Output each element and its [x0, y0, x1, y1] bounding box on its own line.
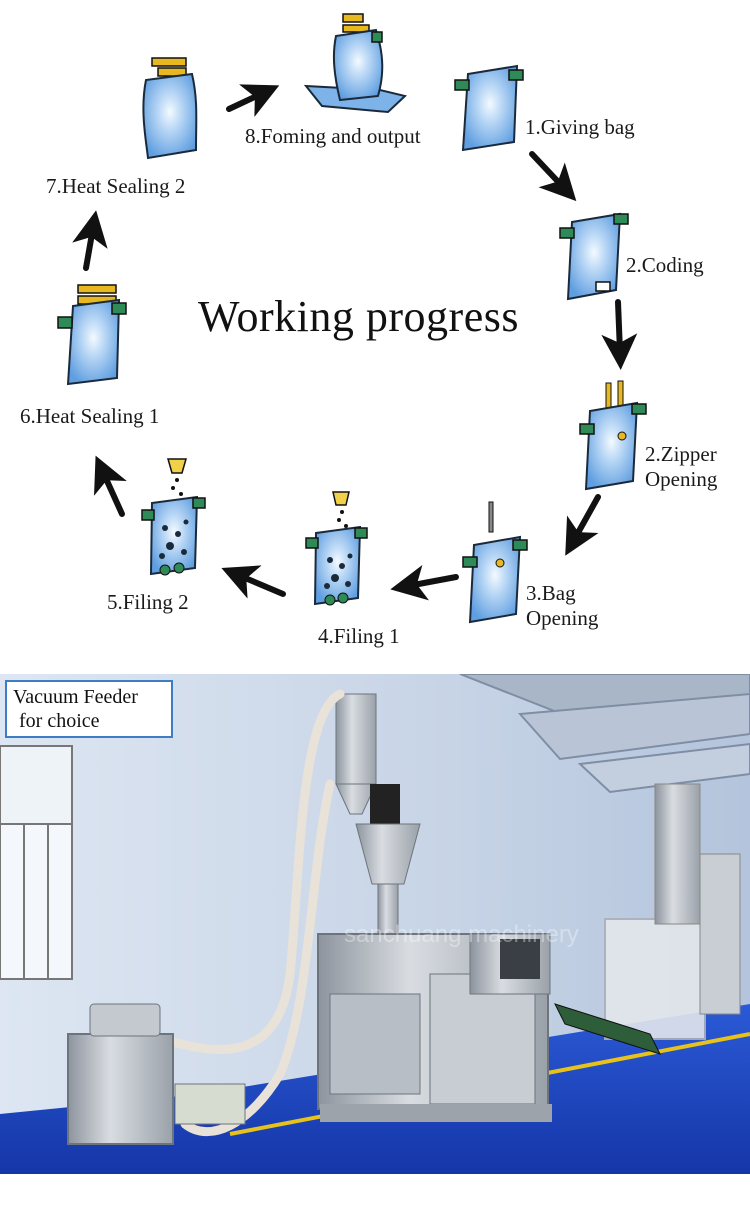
bag-icon-filing-2 [141, 458, 206, 576]
callout-line-2: for choice [19, 710, 100, 732]
rotary-packing-machine [317, 933, 661, 1122]
step-label-filing-2: 5.Filing 2 [107, 590, 189, 614]
step-label-forming-output: 8.Foming and output [245, 124, 421, 148]
bag-icon-heat-sealing-2 [142, 57, 198, 160]
bag-icon-zipper-opening [579, 380, 647, 491]
bag-icon-filing-1 [305, 491, 368, 606]
arrow-zipper-to-3 [565, 494, 601, 556]
step-label-bag-line2: Opening [526, 606, 599, 630]
background-machine [604, 783, 741, 1040]
bag-icon-forming-output [303, 13, 408, 114]
window [0, 745, 73, 980]
step-label-zipper-line2: Opening [645, 467, 718, 491]
vacuum-feeder [335, 693, 421, 945]
arrow-4-to-5 [221, 565, 286, 599]
step-label-heat-sealing-2: 7.Heat Sealing 2 [46, 174, 186, 198]
callout-line-1: Vacuum Feeder [13, 686, 138, 708]
arrow-7-to-8 [226, 84, 280, 117]
bag-icon-bag-opening [462, 501, 528, 624]
arrow-6-to-7 [72, 210, 108, 271]
ceiling-beams [459, 674, 750, 794]
arrow-3-to-4 [390, 564, 459, 601]
step-label-coding: 2.Coding [626, 253, 704, 277]
working-progress-diagram [57, 13, 647, 624]
step-label-heat-sealing-1: 6.Heat Sealing 1 [20, 404, 160, 428]
vacuum-pump-unit [67, 1003, 246, 1145]
vacuum-feeder-callout: Vacuum Feeder for choice [5, 680, 173, 738]
bag-icon-giving [454, 64, 524, 152]
watermark: sanchuang machinery [344, 921, 579, 948]
arrow-2-to-zipper [601, 299, 638, 370]
step-label-zipper-line1: 2.Zipper [645, 442, 717, 466]
feeder-hoses [145, 689, 345, 1137]
arrow-5-to-6 [94, 455, 127, 517]
step-label-filing-1: 4.Filing 1 [318, 624, 400, 648]
step-label-bag-line1: 3.Bag [526, 581, 576, 605]
bag-icon-coding [559, 212, 629, 301]
step-label-giving-bag: 1.Giving bag [525, 115, 635, 139]
machine-photo [0, 674, 750, 1174]
bag-icon-heat-sealing-1 [57, 284, 127, 386]
diagram-title: Working progress [198, 292, 519, 341]
arrow-1-to-2 [529, 151, 577, 202]
